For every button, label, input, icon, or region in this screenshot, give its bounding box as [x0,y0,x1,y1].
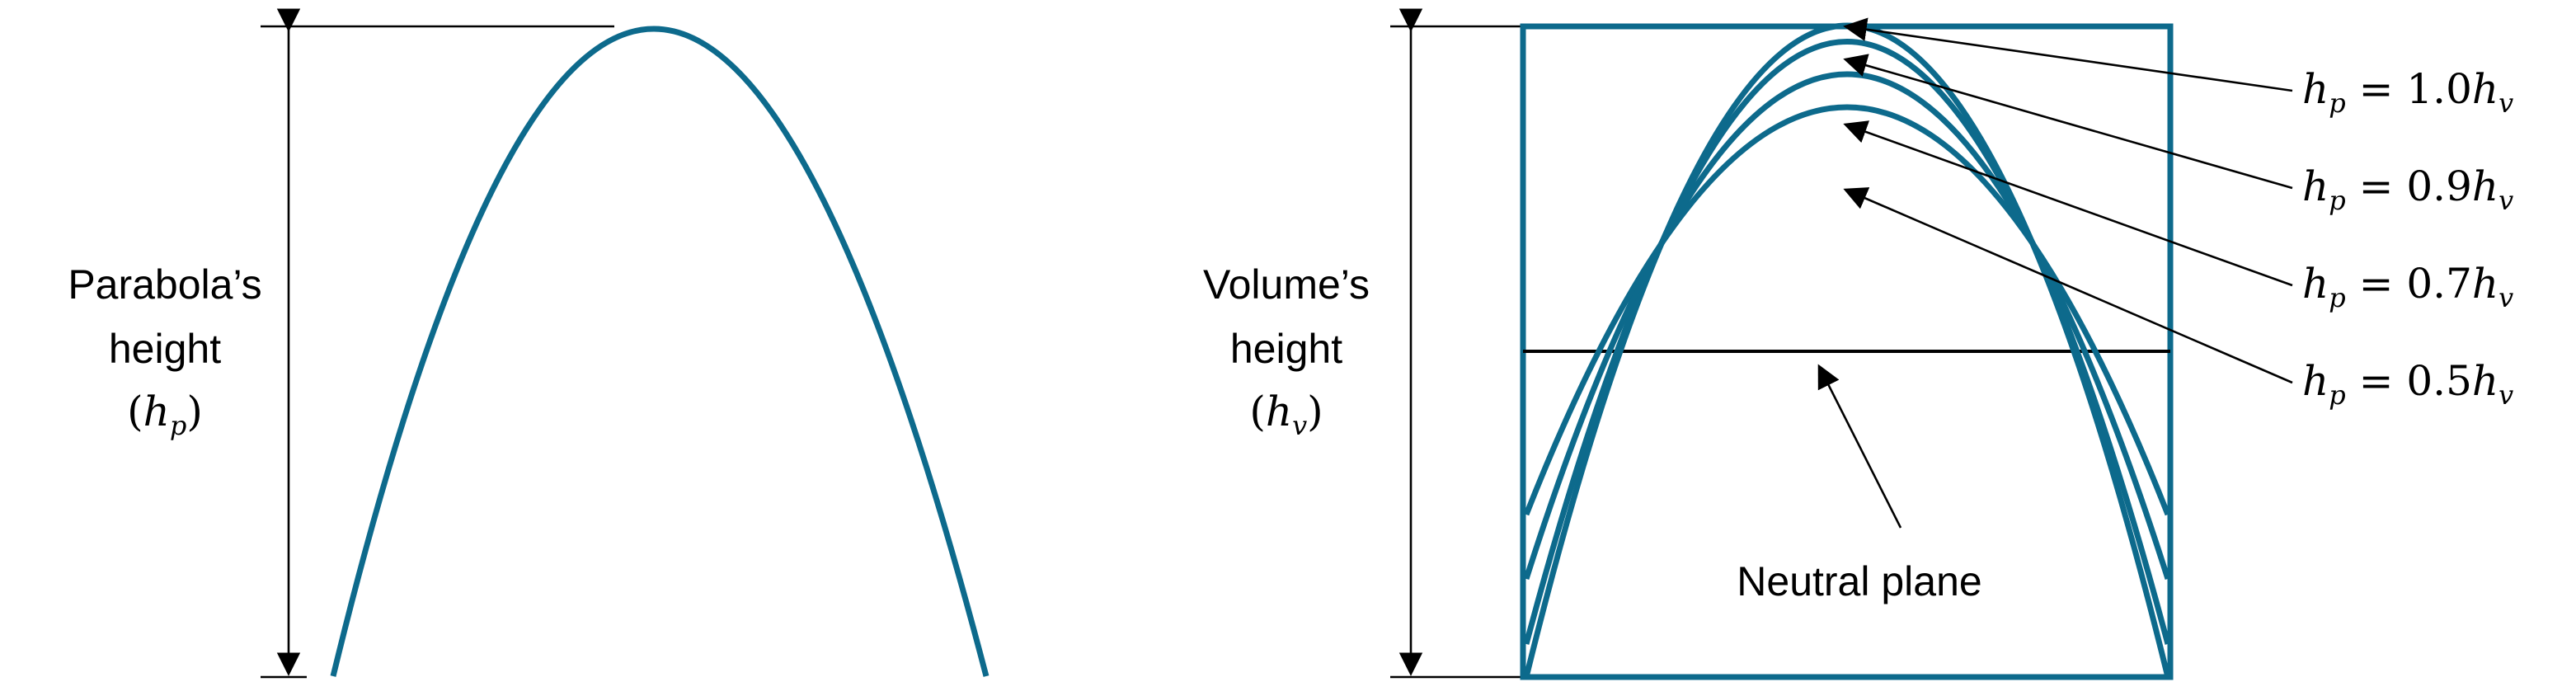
right-label-symbol: (hv) [1249,388,1323,441]
ratio-label-0-7: hp = 0.7hv [2302,260,2513,313]
right-label-line-2: height [1230,326,1342,372]
neutral-plane-pointer [1817,364,1902,529]
left-label-line-1: Parabola’s [68,261,261,308]
leader-0-9 [1843,54,2293,190]
left-label-line-2: height [109,326,221,372]
right-panel: Neutral plane Volume’s height (hv) hp = … [1203,8,2513,680]
ratio-label-0-5: hp = 0.5hv [2302,357,2513,411]
left-panel: Parabola’s height (hp) [68,8,990,679]
left-label-symbol: (hp) [127,388,203,441]
leader-1-0 [1843,17,2293,92]
neutral-plane-label: Neutral plane [1737,558,1981,604]
ratio-label-1-0: hp = 1.0hv [2302,65,2513,119]
parabola-0-9 [1523,39,2171,645]
parabola-0-7 [1523,71,2171,581]
leader-0-7 [1843,120,2293,287]
right-label-line-1: Volume’s [1203,261,1370,308]
ratio-labels: hp = 1.0hv hp = 0.9hv hp = 0.7hv hp = 0.… [2302,65,2513,411]
parabola-0-5 [1523,104,2171,516]
leader-0-5 [1843,187,2293,384]
ratio-label-0-9: hp = 0.9hv [2302,162,2513,216]
left-parabola [330,26,990,677]
